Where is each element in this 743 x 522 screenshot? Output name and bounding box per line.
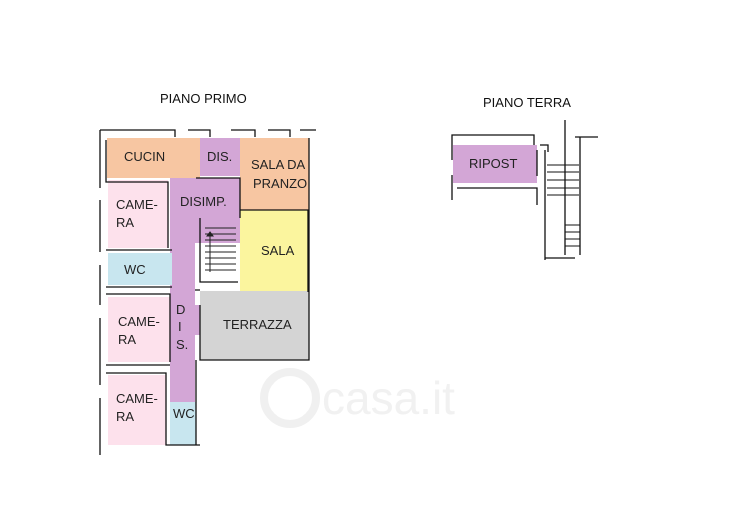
room-sala-da-pranzo [240,138,309,210]
label-ripost: RIPOST [469,156,517,171]
label-camera-3a: CAME- [116,391,158,406]
staircase-icon [205,227,236,272]
room-wc-1 [108,253,172,285]
label-sala-da-pranzo-2: PRANZO [253,176,307,191]
room-dis-link [195,305,203,335]
walls [99,129,316,455]
room-camera-2 [108,297,170,362]
room-terrazza [200,291,309,360]
room-camera-3 [108,375,166,445]
room-ripost [453,145,537,183]
label-sala-da-pranzo-1: SALA DA [251,157,306,172]
label-wc-1: WC [124,262,146,277]
label-dis-top: DIS. [207,149,232,164]
label-cucina: CUCIN [124,149,165,164]
title-piano-terra: PIANO TERRA [483,95,571,110]
label-camera-2b: RA [118,332,136,347]
label-camera-2a: CAME- [118,314,160,329]
watermark: casa.it [260,368,455,428]
title-piano-primo: PIANO PRIMO [160,91,247,106]
room-dis-corridor [170,178,195,402]
svg-text:casa.it: casa.it [322,372,455,424]
label-sala: SALA [261,243,295,258]
room-sala [240,210,308,292]
room-camera-1 [108,180,168,248]
room-wc-2 [170,402,196,445]
label-camera-1a: CAME- [116,197,158,212]
label-camera-3b: RA [116,409,134,424]
label-dis-s: S. [176,337,188,352]
label-wc-2: WC [173,406,195,421]
label-terrazza: TERRAZZA [223,317,292,332]
room-dis-top [200,138,240,176]
label-camera-1b: RA [116,215,134,230]
label-dis-i: I [178,319,182,334]
label-disimp: DISIMP. [180,194,227,209]
label-dis-d: D [176,302,185,317]
walls-ground-floor [451,120,598,260]
